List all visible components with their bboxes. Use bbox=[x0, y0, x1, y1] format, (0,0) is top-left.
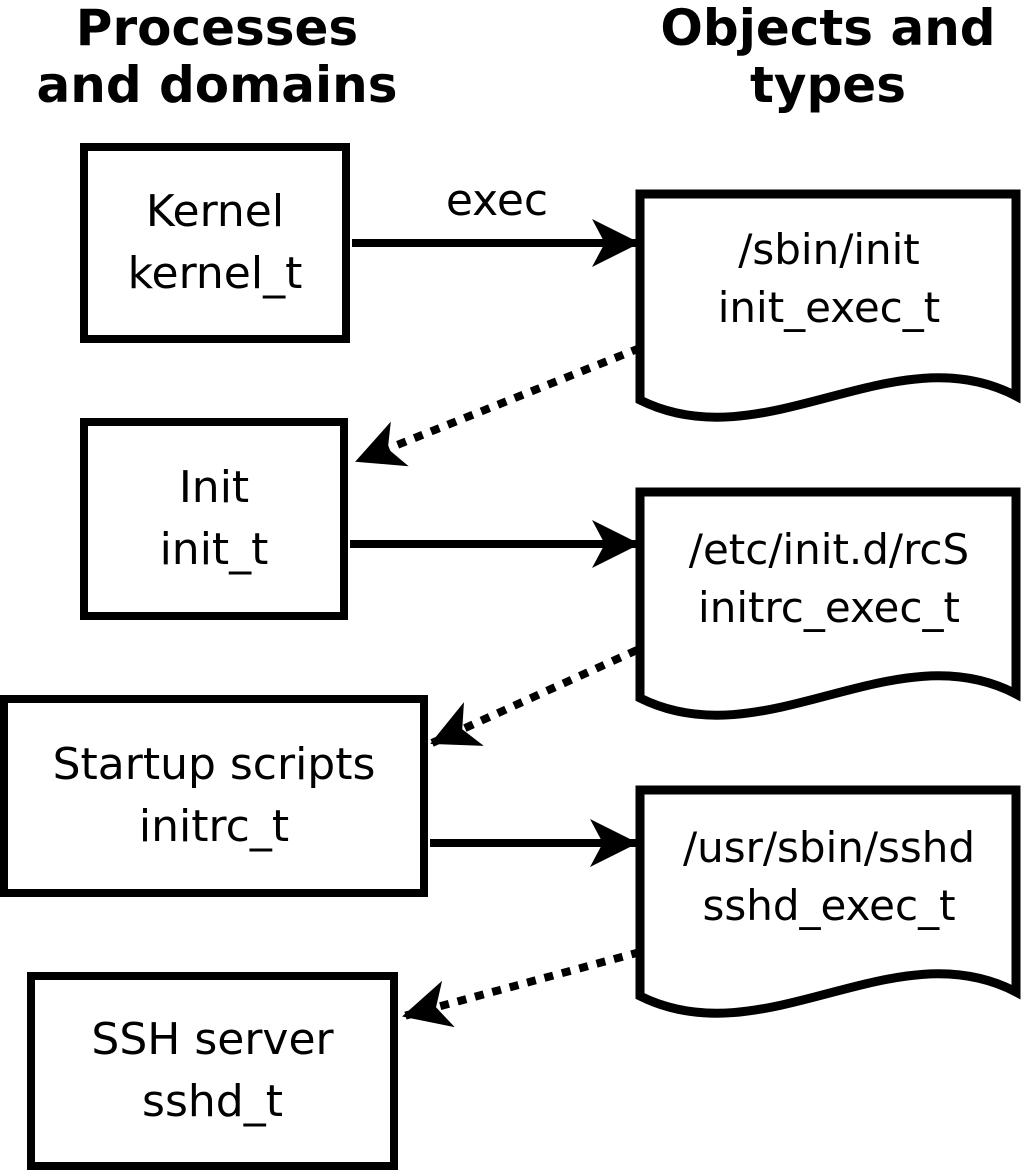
process-box-kernel: Kernel kernel_t bbox=[80, 143, 350, 343]
document-shape-etc-initd-rcs bbox=[635, 487, 1021, 720]
process-domain-type: sshd_t bbox=[142, 1076, 283, 1127]
transition-arrow-sshd-exec-to-sshd-t bbox=[402, 948, 642, 1028]
transition-arrow-init-exec-to-init-t bbox=[355, 344, 642, 467]
process-name: Kernel bbox=[145, 186, 285, 237]
transition-arrow-initrc-exec-to-initrc-t bbox=[430, 646, 639, 747]
process-box-startup-scripts: Startup scripts initrc_t bbox=[0, 695, 428, 897]
process-domain-type: kernel_t bbox=[127, 248, 303, 299]
column-header-processes-line2: and domains bbox=[36, 56, 398, 114]
object-type: init_exec_t bbox=[717, 283, 941, 332]
process-box-ssh-server: SSH server sshd_t bbox=[27, 972, 398, 1170]
object-label-sbin-init: /sbin/init init_exec_t bbox=[648, 221, 1010, 337]
object-path: /etc/init.d/rcS bbox=[688, 525, 970, 574]
column-header-processes: Processes and domains bbox=[0, 0, 434, 114]
object-path: /usr/sbin/sshd bbox=[682, 823, 976, 872]
column-header-objects: Objects and types bbox=[620, 0, 1024, 114]
process-domain-type: init_t bbox=[159, 524, 269, 575]
exec-arrow-label: exec bbox=[445, 175, 549, 226]
object-label-etc-initd-rcs: /etc/init.d/rcS initrc_exec_t bbox=[648, 521, 1010, 637]
object-label-usr-sbin-sshd: /usr/sbin/sshd sshd_exec_t bbox=[648, 819, 1010, 935]
object-type: sshd_exec_t bbox=[702, 881, 956, 930]
column-header-objects-line2: types bbox=[750, 56, 906, 114]
process-name: Init bbox=[178, 462, 250, 513]
process-name: Startup scripts bbox=[52, 739, 376, 790]
document-shape-usr-sbin-sshd bbox=[635, 785, 1021, 1018]
process-domain-type: initrc_t bbox=[138, 801, 290, 852]
document-shape-sbin-init bbox=[635, 189, 1021, 422]
process-name: SSH server bbox=[91, 1014, 334, 1065]
object-type: initrc_exec_t bbox=[698, 583, 960, 632]
process-box-init: Init init_t bbox=[80, 418, 348, 620]
column-header-processes-line1: Processes bbox=[75, 0, 359, 57]
column-header-objects-line1: Objects and bbox=[660, 0, 996, 57]
object-path: /sbin/init bbox=[738, 225, 920, 274]
